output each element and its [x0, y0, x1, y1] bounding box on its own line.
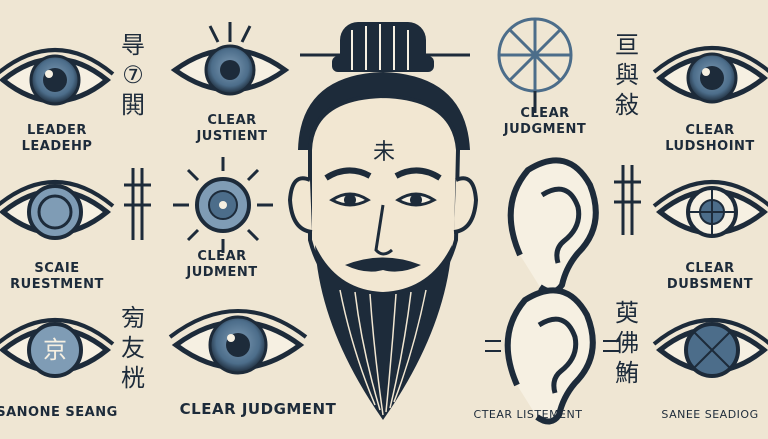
label-center-left-top-2: JUSTIENT	[196, 129, 268, 144]
sage-face-icon	[287, 22, 479, 420]
eye-icon	[0, 180, 115, 240]
sun-rays-icon	[173, 157, 273, 253]
eye-icon	[654, 48, 768, 102]
eye-box-glyph: 京	[43, 336, 67, 364]
label-right-mid-1: CLEAR	[685, 261, 735, 276]
glyph: 閧	[121, 91, 145, 119]
ear-icon	[507, 157, 599, 295]
forehead-glyph: 未	[372, 140, 395, 165]
label-right-top-2: LUDSHOINT	[665, 139, 755, 154]
label-left-top-2: LEADEHP	[21, 139, 93, 154]
label-left-bottom: SANONE SEANG	[0, 405, 118, 420]
label-right-center-top-1: CLEAR	[520, 106, 570, 121]
glyph: 桄	[121, 364, 145, 392]
ear-icon	[485, 287, 619, 425]
label-right-mid-2: DUBSMENT	[666, 277, 754, 292]
glyph: 與	[615, 61, 639, 89]
eye-icon	[168, 309, 308, 375]
compass-wheel-icon	[497, 17, 573, 113]
label-left-top-1: LEADER	[27, 123, 87, 138]
glyph: 㫄	[121, 304, 145, 332]
glyph: 佛	[615, 329, 639, 357]
label-center-left-top-1: CLEAR	[207, 113, 257, 128]
glyph: 友	[121, 334, 145, 362]
label-right-top-1: CLEAR	[685, 123, 735, 138]
glyph: 敍	[615, 91, 639, 119]
glyph: 萸	[615, 299, 639, 327]
label-left-mid-2: RUESTMENT	[10, 277, 104, 292]
eye-icon	[0, 318, 115, 378]
glyph: 鮪	[615, 359, 639, 387]
glyph: ⑦	[122, 61, 144, 89]
label-center-bottom: CLEAR JUDGMENT	[179, 400, 337, 418]
label-center-left-mid-2: JUDMENT	[186, 265, 258, 280]
staff-icon	[614, 165, 641, 235]
eye-icon	[170, 22, 290, 96]
label-right-center-top-2: JUDGMENT	[503, 122, 587, 137]
eye-icon	[0, 50, 113, 104]
label-right-bottom: SANEE SEADIOG	[661, 408, 759, 421]
label-left-mid-1: SCAIE	[34, 261, 80, 276]
eye-icon	[652, 318, 768, 378]
crosshair-icon	[652, 180, 768, 238]
glyph: 亘	[615, 31, 639, 59]
glyph: 㝵	[121, 31, 145, 59]
staff-icon	[124, 168, 151, 240]
label-right-center-bottom: CTEAR LISTEMENT	[473, 408, 583, 421]
label-center-left-mid-1: CLEAR	[197, 249, 247, 264]
